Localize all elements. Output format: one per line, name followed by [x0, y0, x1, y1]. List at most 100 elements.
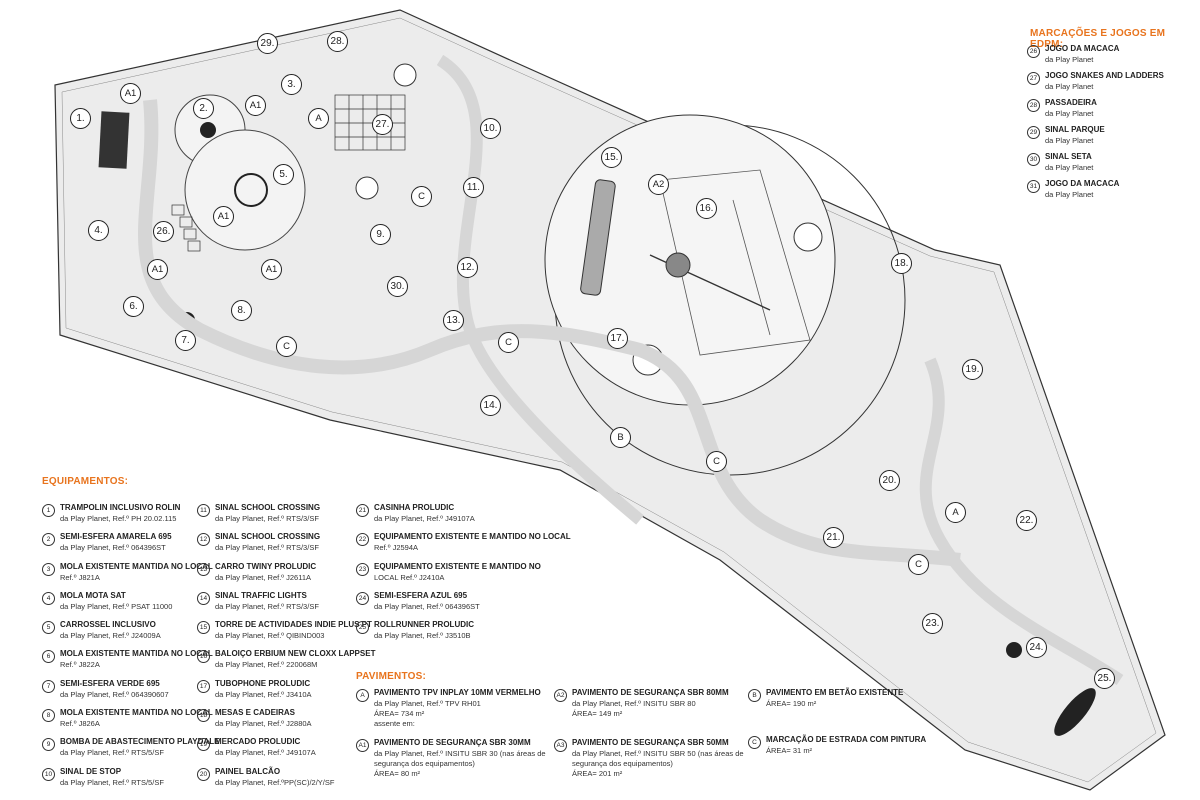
legend-sub: da Play Planet, Ref.º J2880A: [215, 719, 312, 729]
legend-number: 16: [197, 650, 210, 664]
plan-number-marker: 8.: [231, 300, 252, 321]
hopscotch-26: [171, 204, 201, 252]
legend-number: 17: [197, 679, 210, 693]
plan-zone-marker: A1: [147, 259, 168, 280]
legend-number: A2: [554, 689, 567, 702]
plan-zone-marker: A1: [261, 259, 282, 280]
legend-number: 7: [42, 679, 55, 693]
legend-number: 5: [42, 621, 55, 635]
legend-label: PAVIMENTO DE SEGURANÇA SBR 50MM: [572, 738, 729, 747]
plan-zone-marker: A: [308, 108, 329, 129]
legend-label: EQUIPAMENTO EXISTENTE E MANTIDO NO LOCAL: [374, 532, 571, 542]
legend-label: TORRE DE ACTIVIDADES INDIE PLUS PT: [215, 620, 372, 630]
plan-number-marker: 9.: [370, 224, 391, 245]
legend-label: TUBOPHONE PROLUDIC: [215, 678, 311, 688]
legend-label: PAVIMENTO EM BETÃO EXISTENTE: [766, 688, 904, 697]
plan-number-marker: 23.: [922, 613, 943, 634]
legend-sub: da Play Planet, Ref.º RTS/3/SF: [215, 601, 319, 611]
legend-sub: da Play Planet, Ref.º TPV RH01: [374, 699, 481, 708]
legend-number: 29: [1027, 126, 1040, 139]
legend-number: 3: [42, 562, 55, 576]
legend-label: MESAS E CADEIRAS: [215, 708, 296, 718]
legend-number: 27: [1027, 72, 1040, 85]
plan-number-marker: 19.: [962, 359, 983, 380]
plan-number-marker: 2.: [193, 98, 214, 119]
legend-label: BOMBA DE ABASTECIMENTO PLAYDALE: [60, 737, 220, 747]
legend-number: B: [748, 689, 761, 702]
legend-sub: da Play Planet, Ref.º RTS/3/SF: [215, 514, 319, 523]
legend-number: 28: [1027, 99, 1040, 112]
plan-number-marker: 1.: [70, 108, 91, 129]
plan-number-marker: 27.: [372, 114, 393, 135]
legend-sub: da Play Planet: [1045, 163, 1094, 172]
legend-sub: da Play Planet, Ref.º J24009A: [60, 631, 161, 641]
plan-number-marker: 3.: [281, 74, 302, 95]
legend-label: MOLA EXISTENTE MANTIDA NO LOCAL: [60, 649, 213, 659]
plan-zone-marker: A1: [120, 83, 141, 104]
hemisphere-24: [1006, 642, 1022, 658]
legend-number: 8: [42, 709, 55, 723]
legend-sub: Ref.º J821A: [60, 572, 100, 582]
plan-number-marker: 22.: [1016, 510, 1037, 531]
plan-number-marker: 28.: [327, 31, 348, 52]
rollrunner-25: [1054, 688, 1096, 736]
legend-sub: Ref.º J822A: [60, 660, 100, 670]
legend-number: 11: [197, 504, 210, 517]
legend-label: PAVIMENTO DE SEGURANÇA SBR 80MM: [572, 688, 729, 697]
legend-label: SEMI-ESFERA AZUL 695: [374, 590, 468, 600]
plan-zone-marker: A: [945, 502, 966, 523]
legend-number: 31: [1027, 180, 1040, 193]
trampoline-1: [98, 111, 130, 169]
legend-sub: da Play Planet, Ref.º RTS/3/SF: [215, 543, 319, 553]
legend-sub: da Play Planet, Ref.ºPP(SC)/2/Y/SF: [215, 777, 335, 787]
road-right: [919, 357, 1124, 685]
legend-label: MOLA EXISTENTE MANTIDA NO LOCAL: [60, 708, 213, 718]
legend-label: PAINEL BALCÃO: [215, 766, 281, 776]
legend-number: 18: [197, 709, 210, 723]
plan-zone-marker: C: [706, 451, 727, 472]
plan-zone-marker: A1: [245, 95, 266, 116]
plan-number-marker: 5.: [273, 164, 294, 185]
plan-number-marker: 14.: [480, 395, 501, 416]
legend-label: BALOIÇO ERBIUM NEW CLOXX LAPPSET: [215, 649, 376, 659]
legend-label: ROLLRUNNER PROLUDIC: [374, 620, 474, 630]
plan-number-marker: 4.: [88, 220, 109, 241]
legend-sub: da Play Planet, Ref.º J3510B: [374, 631, 471, 641]
legend-sub: da Play Planet: [1045, 190, 1094, 199]
legend-sub: Ref.º J826A: [60, 719, 100, 729]
legend-number: 14: [197, 591, 210, 605]
legend-sub: da Play Planet, Ref.º PH 20.02.115: [60, 514, 177, 523]
pavimentos-title: PAVIMENTOS:: [356, 671, 426, 682]
legend-sub: da Play Planet, Ref.º INSITU SBR 30 (nas…: [374, 749, 546, 768]
road-main: [138, 99, 961, 567]
legend-sub: da Play Planet, Ref.º 064390607: [60, 689, 169, 699]
legend-area: ÁREA= 734 m²: [374, 709, 425, 718]
legend-sub: da Play Planet, Ref.º PSAT 11000: [60, 601, 173, 611]
legend-label: SINAL DE STOP: [60, 766, 122, 776]
legend-sub: da Play Planet, Ref.º 064396ST: [60, 543, 166, 553]
plan-number-marker: 30.: [387, 276, 408, 297]
plan-zone-marker: C: [498, 332, 519, 353]
equipamentos-title: EQUIPAMENTOS:: [42, 476, 129, 487]
legend-area: ÁREA= 149 m²: [572, 709, 623, 718]
legend-number: 21: [356, 504, 369, 517]
activity-tower: [580, 179, 616, 296]
legend-number: 12: [197, 533, 210, 547]
plan-zone-marker: B: [610, 427, 631, 448]
feature-circle-right: [793, 222, 823, 252]
legend-label: JOGO DA MACACA: [1045, 179, 1120, 188]
